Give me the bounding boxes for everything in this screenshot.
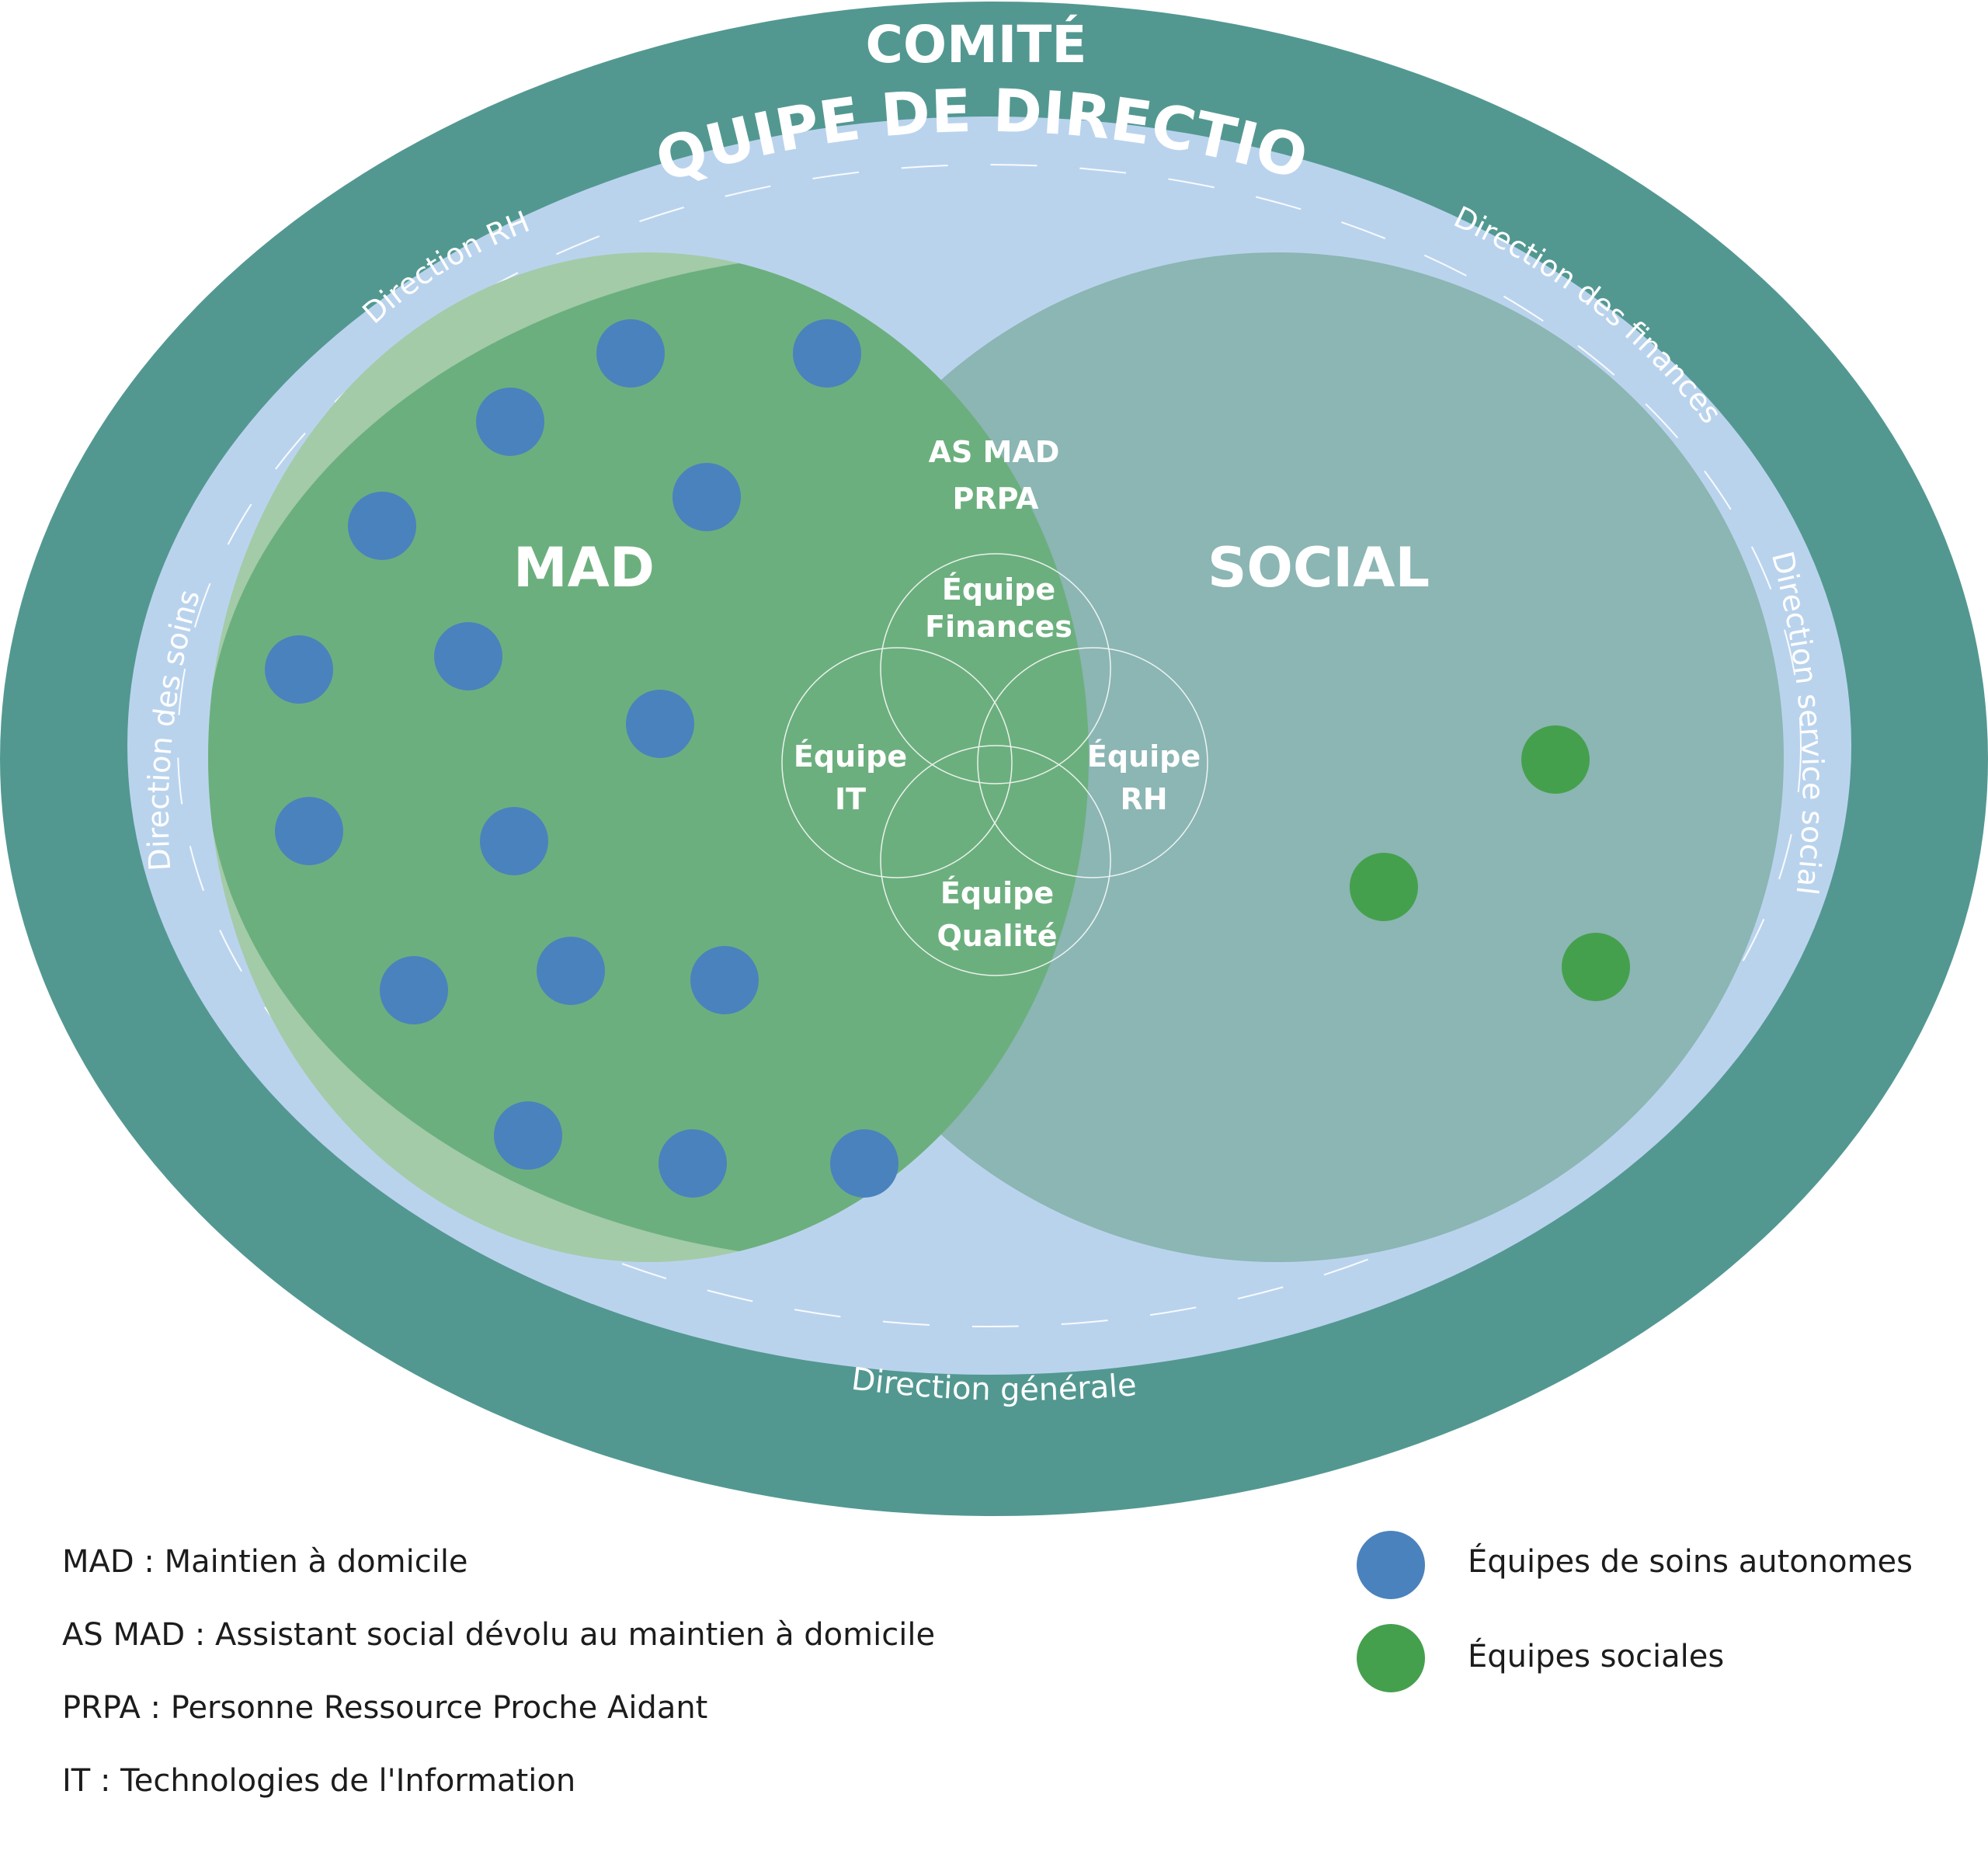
soins-autonome-team-dot [476,388,544,456]
blue-dot-icon [1357,1531,1425,1599]
soins-autonomes-dots [265,319,898,1198]
sociale-team-dot [1562,933,1630,1001]
soins-autonome-team-dot [673,463,741,531]
team-it-label-1: Équipe [794,739,907,774]
social-label: SOCIAL [1208,536,1430,600]
soins-autonome-team-dot [659,1129,727,1198]
soins-autonome-team-dot [265,635,333,704]
team-rh-label-2: RH [1120,782,1167,816]
sociales-dots [1350,725,1630,1001]
team-circle-qualite [880,745,1111,976]
soins-autonome-team-dot [830,1129,898,1198]
soins-autonome-team-dot [348,492,416,560]
soins-autonome-team-dot [380,956,448,1024]
team-qualite-label-1: Équipe [940,876,1054,910]
team-rh-label-1: Équipe [1087,739,1201,774]
as-mad-label: AS MAD [929,435,1060,469]
mad-label: MAD [513,536,655,600]
soins-autonome-team-dot [494,1101,562,1170]
glossary-it: IT : Technologies de l'Information [62,1763,576,1799]
soins-autonome-team-dot [626,690,694,758]
team-circle-it [781,647,1013,878]
team-it-label-2: IT [835,782,866,816]
glossary-mad: MAD : Maintien à domicile [62,1544,468,1580]
direction-dashed-guide [177,164,1802,1327]
soins-autonome-team-dot [690,946,759,1014]
glossary-as-mad: AS MAD : Assistant social dévolu au main… [62,1617,936,1653]
soins-autonome-team-dot [434,622,502,690]
sociale-team-dot [1350,853,1418,921]
soins-autonome-team-dot [480,807,548,875]
team-qualite-label-2: Qualité [937,919,1058,953]
sociale-team-dot [1521,725,1590,794]
green-dot-icon [1357,1624,1425,1692]
team-finances-label-2: Finances [925,610,1072,644]
team-circle-rh [977,647,1208,878]
soins-autonome-team-dot [596,319,665,388]
team-circle-finances [880,553,1111,784]
comite-label: COMITÉ [866,14,1087,75]
soins-autonome-team-dot [537,937,605,1005]
soins-autonome-team-dot [793,319,861,388]
prpa-label: PRPA [953,482,1039,516]
soins-autonome-team-dot [275,797,343,865]
legend-sociales-label: Équipes sociales [1468,1639,1725,1674]
glossary-prpa: PRPA : Personne Ressource Proche Aidant [62,1690,708,1726]
legend-soins-label: Équipes de soins autonomes [1468,1544,1913,1580]
team-finances-label-1: Équipe [942,572,1055,607]
